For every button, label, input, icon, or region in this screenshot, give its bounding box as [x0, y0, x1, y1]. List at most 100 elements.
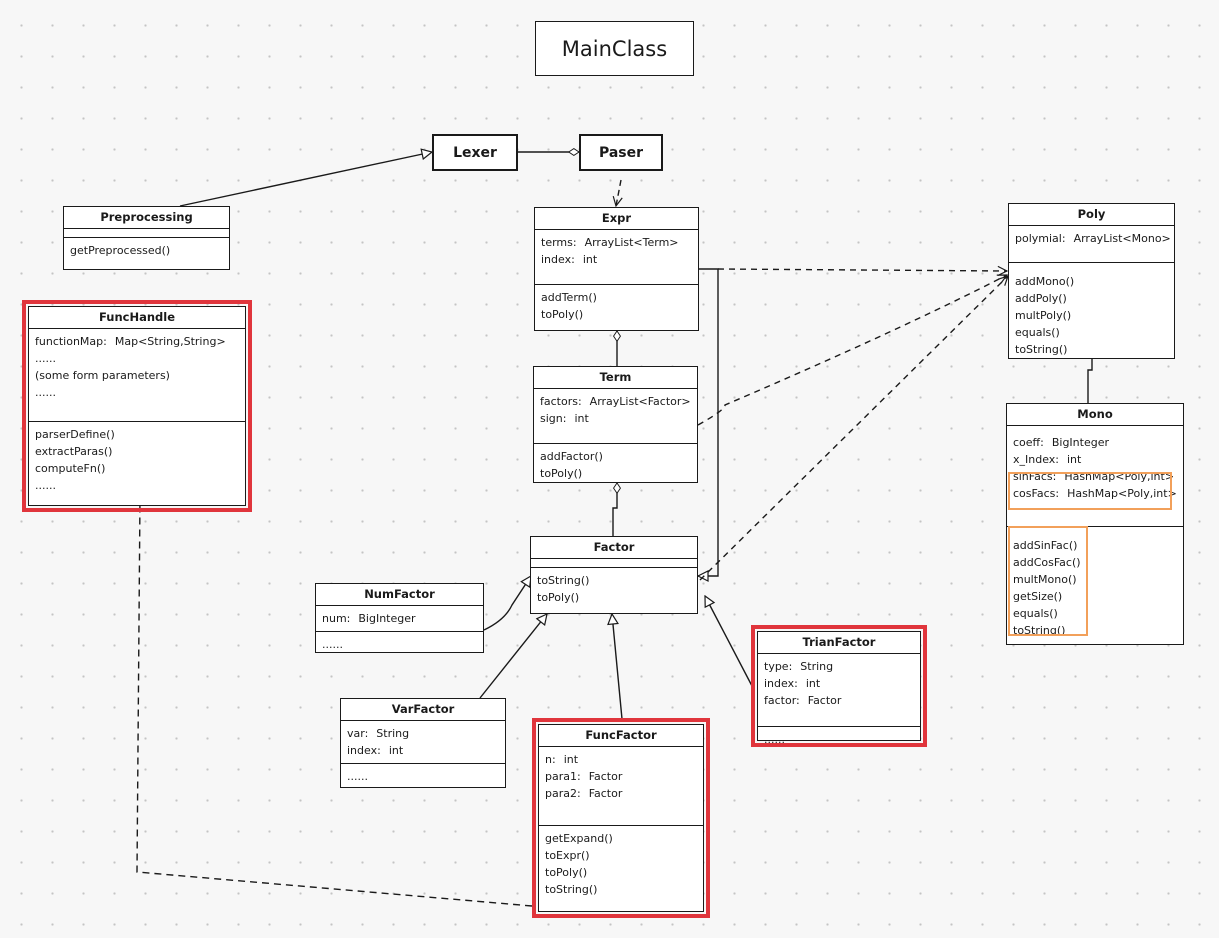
method-section: addSinFac() addCosFac() multMono() getSi…: [1007, 527, 1183, 643]
attr-section: [64, 229, 229, 238]
method: multMono(): [1013, 573, 1077, 586]
attr-section: terms:ArrayList<Term> index:int: [535, 230, 698, 285]
method: toPoly(): [541, 308, 584, 321]
method-section: ......: [316, 632, 483, 657]
term-class: Term factors:ArrayList<Factor> sign:int …: [533, 366, 698, 483]
main-class-title: MainClass: [535, 21, 694, 76]
attribute: index:int: [347, 744, 404, 757]
class-name: Factor: [531, 537, 697, 559]
method-section: ......: [758, 727, 920, 752]
method: toString(): [545, 883, 598, 896]
method: equals(): [1015, 326, 1060, 339]
funcfactor-class: FuncFactor n:int para1:Factor para2:Fact…: [532, 718, 710, 918]
method: addCosFac(): [1013, 556, 1081, 569]
method: toString(): [1015, 343, 1068, 356]
class-name: FuncFactor: [539, 725, 703, 747]
method: getPreprocessed(): [70, 244, 171, 257]
attr-section: n:int para1:Factor para2:Factor: [539, 747, 703, 826]
method-section: getPreprocessed(): [64, 238, 229, 263]
attr-section: polymial:ArrayList<Mono>: [1009, 226, 1174, 263]
link-numfactor-factor: [483, 576, 531, 631]
attribute: factors:ArrayList<Factor>: [540, 395, 691, 408]
poly-class: Poly polymial:ArrayList<Mono> addMono() …: [1008, 203, 1175, 359]
method: toPoly(): [540, 467, 583, 480]
attr-section: functionMap:Map<String,String> ...... (s…: [29, 329, 245, 422]
method-section: toString() toPoly(): [531, 568, 697, 610]
attribute: type:String: [764, 660, 834, 673]
method: addFactor(): [540, 450, 603, 463]
preprocessing-class: Preprocessing getPreprocessed(): [63, 206, 230, 270]
method: toPoly(): [537, 591, 580, 604]
method: ......: [764, 733, 785, 746]
method-section: addFactor() toPoly(): [534, 444, 697, 486]
class-name: Preprocessing: [64, 207, 229, 229]
class-name: Poly: [1009, 204, 1174, 226]
attribute: factor:Factor: [764, 694, 842, 707]
attribute: x_Index:int: [1013, 453, 1082, 466]
method: ......: [322, 638, 343, 651]
method: parserDefine(): [35, 428, 115, 441]
method: addSinFac(): [1013, 539, 1078, 552]
attr-section: var:String index:int: [341, 721, 505, 764]
attr-section: [531, 559, 697, 568]
method: addPoly(): [1015, 292, 1067, 305]
attribute: index:int: [541, 253, 598, 266]
method-section: getExpand() toExpr() toPoly() toString(): [539, 826, 703, 902]
method: toString(): [537, 574, 590, 587]
class-name: Mono: [1007, 404, 1183, 426]
link-expr-factor: [698, 268, 719, 576]
attribute: para2:Factor: [545, 787, 623, 800]
mono-methods-highlight: [1008, 526, 1088, 636]
method: equals(): [1013, 607, 1058, 620]
method: getSize(): [1013, 590, 1063, 603]
attribute: n:int: [545, 753, 579, 766]
attribute: para1:Factor: [545, 770, 623, 783]
class-name: NumFactor: [316, 584, 483, 606]
attribute: ......: [35, 386, 56, 399]
method: addTerm(): [541, 291, 597, 304]
method: getExpand(): [545, 832, 613, 845]
method: computeFn(): [35, 462, 106, 475]
method: toString(): [1013, 624, 1066, 637]
method: ......: [35, 479, 56, 492]
attribute: var:String: [347, 727, 410, 740]
link-factor-poly: [699, 276, 1008, 581]
link-varfactor-factor: [479, 614, 547, 699]
method-section: addTerm() toPoly(): [535, 285, 698, 327]
class-name: Expr: [535, 208, 698, 230]
varfactor-class: VarFactor var:String index:int ......: [340, 698, 506, 788]
attribute: cosFacs:HashMap<Poly,int>: [1013, 487, 1177, 500]
link-preprocessing-lexer: [179, 152, 432, 207]
paser-box: Paser: [579, 134, 663, 171]
mono-trig-fields-highlight: [1008, 472, 1172, 510]
attribute: sign:int: [540, 412, 589, 425]
funchandle-class: FuncHandle functionMap:Map<String,String…: [22, 300, 252, 512]
method-section: ......: [341, 764, 505, 789]
attribute: num:BigInteger: [322, 612, 416, 625]
attribute: coeff:BigInteger: [1013, 436, 1109, 449]
class-name: VarFactor: [341, 699, 505, 721]
link-term-poly: [697, 274, 1007, 426]
link-paser-expr: [616, 179, 621, 206]
expr-class: Expr terms:ArrayList<Term> index:int add…: [534, 207, 699, 331]
class-name: FuncHandle: [29, 307, 245, 329]
attr-section: factors:ArrayList<Factor> sign:int: [534, 389, 697, 444]
attribute: (some form parameters): [35, 369, 170, 382]
attribute: index:int: [764, 677, 821, 690]
method-section: addMono() addPoly() multPoly() equals() …: [1009, 263, 1174, 362]
lexer-box: Lexer: [432, 134, 518, 171]
link-expr-poly: [717, 269, 1007, 271]
method: toExpr(): [545, 849, 590, 862]
method: addMono(): [1015, 275, 1075, 288]
method: ......: [347, 770, 368, 783]
trianfactor-class: TrianFactor type:String index:int factor…: [751, 625, 927, 747]
attribute: polymial:ArrayList<Mono>: [1015, 232, 1171, 245]
attr-section: type:String index:int factor:Factor: [758, 654, 920, 727]
numfactor-class: NumFactor num:BigInteger ......: [315, 583, 484, 653]
method-section: parserDefine() extractParas() computeFn(…: [29, 422, 245, 498]
attribute: ......: [35, 352, 56, 365]
method: extractParas(): [35, 445, 113, 458]
method: toPoly(): [545, 866, 588, 879]
attr-section: num:BigInteger: [316, 606, 483, 632]
link-factor-term: [612, 482, 621, 536]
